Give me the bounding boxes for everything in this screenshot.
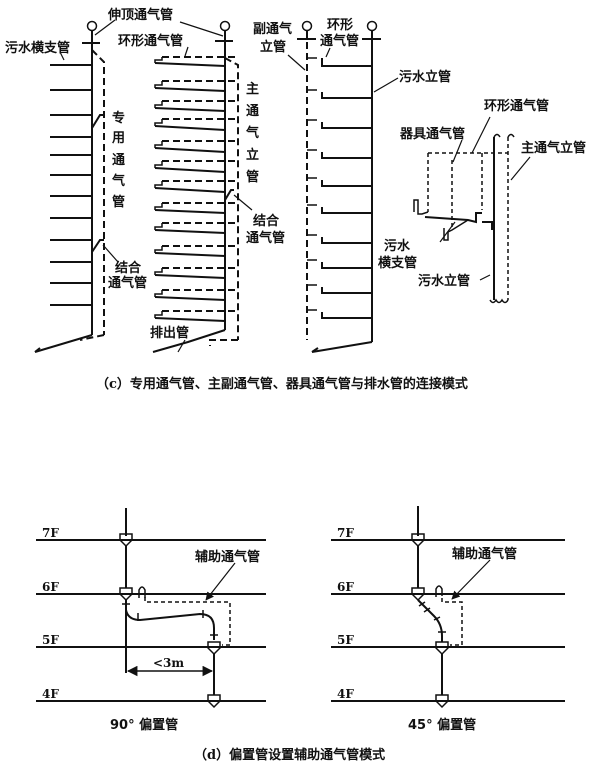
figure-c-secondary-vent — [287, 20, 399, 353]
figure-d-90-offset: 7F 6F 5F 4F <3m 辅助通气管 90° 偏置管 — [36, 508, 266, 733]
label-dedicated-vent-3: 通 — [112, 152, 125, 168]
label-dedicated-vent-4: 气 — [112, 173, 125, 189]
figure-c-labels: 伸顶通气管 污水横支管 环形通气管 专 用 通 气 管 主 通 气 立 管 结合… — [5, 7, 586, 341]
floor-lines-right — [331, 539, 565, 702]
floor-label-7f-right: 7F — [337, 526, 354, 540]
label-waste-branch-detail-1: 污水 — [384, 238, 411, 254]
label-waste-stack: 污水立管 — [399, 69, 451, 85]
floor-label-5f: 5F — [42, 633, 59, 647]
label-yoke-vent-right-2: 通气管 — [246, 230, 285, 246]
floor-drain-icon — [119, 587, 133, 602]
label-dedicated-vent-2: 用 — [111, 131, 125, 146]
label-yoke-vent-left-2: 通气管 — [108, 275, 147, 291]
label-main-vent-5: 管 — [246, 169, 259, 185]
vent-cap-icon — [219, 20, 231, 32]
label-loop-vent-detail: 环形通气管 — [484, 98, 549, 114]
title-45-offset: 45° 偏置管 — [408, 717, 476, 733]
label-stack-vent: 伸顶通气管 — [107, 7, 173, 23]
aux-vent-label-right: 辅助通气管 — [452, 546, 517, 562]
label-secondary-vent-2: 立管 — [260, 39, 286, 55]
label-dedicated-vent-5: 管 — [112, 194, 125, 210]
figure-c-fixture-vent-detail — [413, 116, 531, 304]
vent-cap-icon — [86, 20, 98, 32]
label-secondary-vent-1: 副通气 — [253, 21, 292, 37]
label-main-vent-stack: 主通气立管 — [521, 140, 586, 156]
label-loop-vent-small-2: 通气管 — [320, 33, 359, 49]
floor-label-4f-right: 4F — [337, 687, 354, 701]
figure-d-45-offset: 7F 6F 5F 4F 辅助通气管 45° 偏置管 — [331, 506, 565, 733]
figure-c-main-vent — [152, 20, 253, 353]
label-main-vent-4: 立 — [246, 147, 259, 163]
floor-label-4f: 4F — [42, 687, 59, 701]
label-waste-branch: 污水横支管 — [5, 40, 70, 56]
label-loop-vent: 环形通气管 — [118, 33, 183, 49]
label-main-vent-2: 通 — [246, 103, 259, 119]
floor-drain-icon — [411, 533, 425, 548]
floor-drain-icon — [207, 694, 221, 709]
vent-cap-icon — [301, 20, 313, 32]
loop-vent-branches — [154, 56, 238, 322]
label-fixture-vent: 器具通气管 — [399, 126, 465, 142]
figure-c-dedicated-vent — [34, 19, 119, 353]
floor-label-5f-right: 5F — [337, 633, 354, 647]
floor-lines-left — [36, 539, 266, 702]
label-main-vent-3: 气 — [246, 125, 259, 141]
floor-drain-icon — [411, 587, 425, 602]
label-yoke-vent-left-1: 结合 — [115, 260, 142, 276]
label-dedicated-vent-1: 专 — [112, 110, 125, 126]
label-discharge-pipe: 排出管 — [150, 325, 189, 341]
label-waste-branch-detail-2: 横支管 — [378, 255, 417, 271]
label-loop-vent-small-1: 环形 — [327, 18, 353, 33]
floor-label-7f: 7F — [42, 526, 59, 540]
label-main-vent-1: 主 — [246, 81, 259, 97]
label-waste-stack-detail: 污水立管 — [418, 273, 470, 289]
caption-d: （d）偏置管设置辅助通气管模式 — [194, 747, 385, 763]
caption-c: （c）专用通气管、主副通气管、器具通气管与排水管的连接模式 — [96, 376, 468, 392]
floor-label-6f: 6F — [42, 580, 59, 594]
floor-drain-icon — [435, 641, 449, 656]
floor-drain-icon — [207, 641, 221, 656]
floor-drain-icon — [435, 694, 449, 709]
floor-label-6f-right: 6F — [337, 580, 354, 594]
offset-distance-label: <3m — [153, 656, 184, 670]
label-yoke-vent-right-1: 结合 — [253, 213, 280, 229]
title-90-offset: 90° 偏置管 — [110, 717, 178, 733]
waste-branches-left — [50, 64, 92, 306]
vent-cap-icon — [366, 20, 378, 32]
secondary-vent-branches — [307, 57, 372, 319]
aux-vent-label-left: 辅助通气管 — [195, 549, 260, 565]
floor-drain-icon — [119, 533, 133, 548]
